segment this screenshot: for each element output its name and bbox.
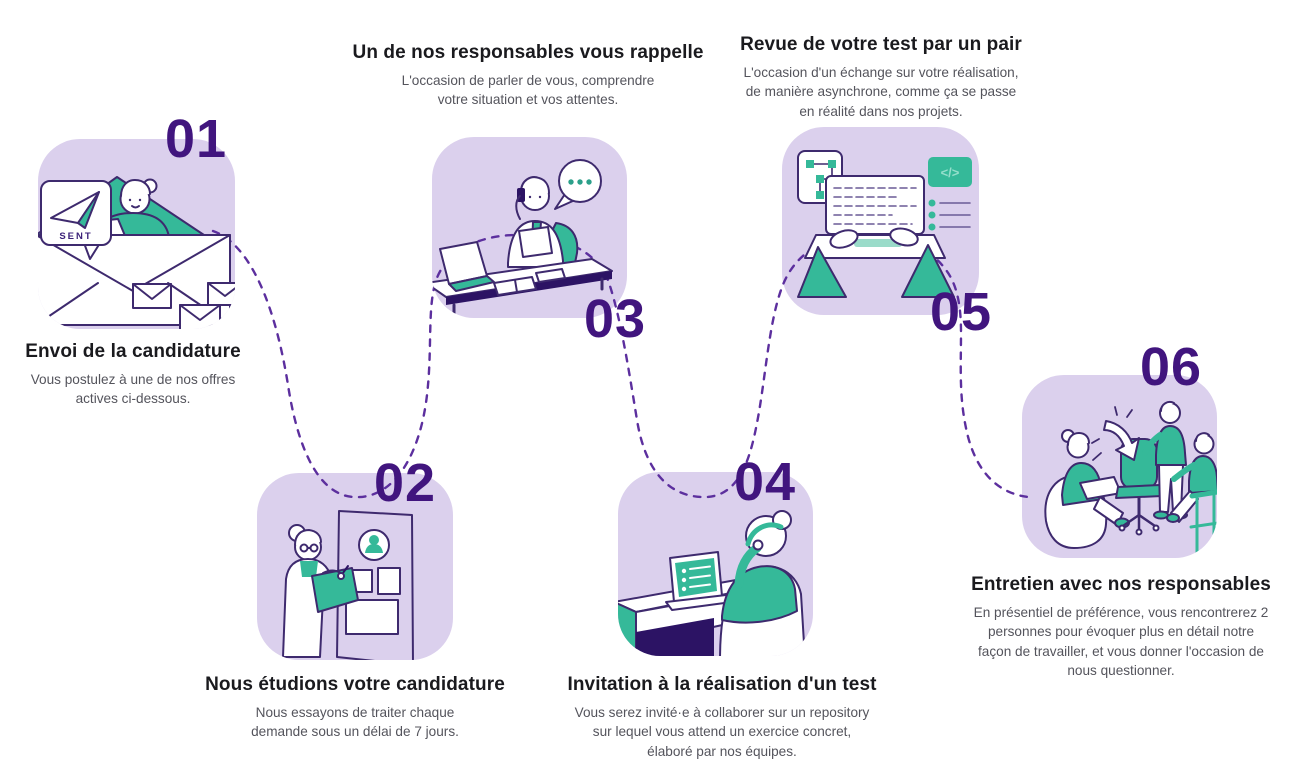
sent-label: SENT [59, 231, 92, 242]
laptop-code-screen [826, 176, 924, 234]
interviewer-on-beanbag [1062, 430, 1129, 528]
sent-badge: SENT [41, 181, 111, 259]
recruiter-person [283, 525, 358, 657]
review-board [337, 511, 413, 660]
code-card: </> [928, 157, 972, 187]
candidate-profile-card [359, 530, 389, 560]
laptop-checklist [666, 552, 732, 610]
step-6-description: En présentiel de préférence, vous rencon… [973, 605, 1269, 678]
candidate-person [720, 511, 805, 656]
stool [1192, 492, 1217, 496]
emphasis-lines [1092, 407, 1132, 460]
step-1-description: Vous postulez à une de nos offres active… [30, 372, 236, 407]
step-5-title: Revue de votre test par un pair [740, 34, 1022, 55]
step-6-title: Entretien avec nos responsables [971, 574, 1271, 595]
step-4-title: Invitation à la réalisation d'un test [567, 674, 877, 695]
step-3-description: L'occasion de parler de vous, comprendre… [401, 73, 655, 108]
step-3-number: 03 [584, 289, 647, 349]
step-4-description: Vous serez invité·e à collaborer sur un … [574, 705, 870, 759]
step-1-title: Envoi de la candidature [25, 341, 241, 362]
step-2-number: 02 [374, 453, 437, 513]
illustration-application-review [257, 473, 453, 660]
step-6-number: 06 [1140, 337, 1203, 397]
manager-person [508, 177, 563, 267]
step-5-number: 05 [930, 282, 993, 342]
code-glyph: </> [941, 165, 960, 180]
illustration-envelope-application: SENT [38, 139, 235, 329]
speech-bubble [555, 160, 601, 209]
step-2-description: Nous essayons de traiter chaque demande … [251, 705, 459, 740]
review-checklist [929, 200, 971, 231]
step-5-description: L'occasion d'un échange sur votre réalis… [743, 65, 1019, 119]
step-1-number: 01 [165, 109, 228, 169]
arrow-into-chair-icon [1104, 421, 1139, 460]
paper-sheet [519, 227, 552, 257]
step-2-title: Nous étudions votre candidature [205, 674, 505, 695]
step-4-number: 04 [734, 452, 797, 512]
clipboard [312, 568, 358, 612]
step-3-title: Un de nos responsables vous rappelle [352, 42, 704, 63]
illustration-onsite-interview [1022, 375, 1217, 558]
